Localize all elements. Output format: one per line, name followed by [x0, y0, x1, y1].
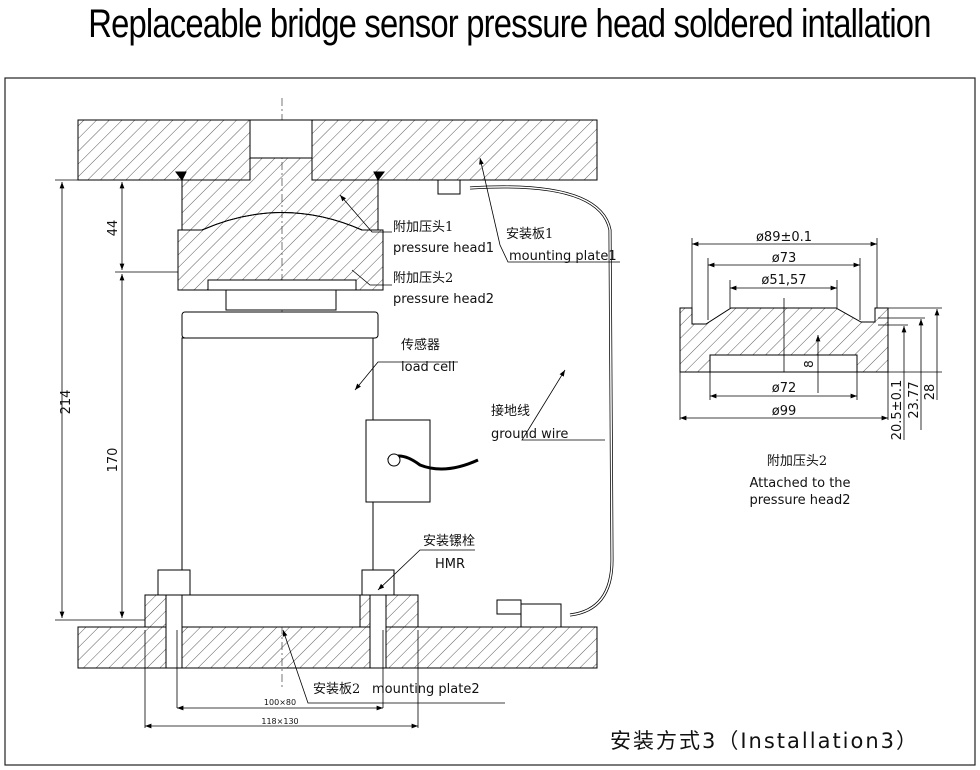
- dim-total-height: 214: [59, 390, 74, 415]
- dim-head-height: 44: [106, 220, 121, 237]
- ground-bolt-top: [437, 179, 461, 195]
- label-pressure-head2-en: pressure head2: [393, 292, 494, 307]
- dim-d51: ø51,57: [761, 273, 806, 288]
- dim-h1: 20.5±0.1: [890, 380, 905, 441]
- pressure-head-2: [177, 212, 384, 291]
- detail-caption-en-2: pressure head2: [749, 493, 850, 508]
- dim-h3: 28: [923, 384, 938, 401]
- dim-cell-height: 170: [106, 448, 121, 473]
- label-pressure-head2-cn: 附加压头2: [393, 271, 453, 286]
- dim-d73: ø73: [772, 251, 797, 266]
- label-load-cell-en: load cell: [401, 360, 455, 375]
- label-mounting-plate1-en: mounting plate1: [509, 249, 617, 264]
- dim-d89: ø89±0.1: [756, 230, 812, 245]
- footer-caption: 安装方式3（Installation3）: [610, 729, 919, 753]
- label-ground-wire-cn: 接地线: [491, 403, 530, 419]
- dim-outer-plate: 118×130: [261, 717, 298, 726]
- detail-caption-en-1: Attached to the: [749, 476, 850, 491]
- label-ground-wire-en: ground wire: [491, 427, 568, 442]
- label-pressure-head1-cn: 附加压头1: [393, 220, 453, 235]
- mounting-plate-1: [77, 119, 598, 181]
- hmr-bolts: [157, 569, 395, 669]
- label-mounting-plate2-cn: 安装板2: [313, 682, 360, 697]
- diagram-title: Replaceable bridge sensor pressure head …: [88, 2, 931, 46]
- label-mounting-plate1-cn: 安装板1: [506, 227, 553, 242]
- load-cell: [181, 289, 379, 596]
- pressure-head2-detail: ø89±0.1 ø73 ø51,57 ø72 ø99 8 20.5±0.1 23…: [679, 230, 942, 508]
- label-hmr-cn: 安装镙栓: [423, 534, 475, 549]
- dim-d99: ø99: [772, 404, 797, 419]
- dim-d72: ø72: [772, 381, 797, 396]
- dimension-lines: [55, 157, 620, 729]
- label-pressure-head1-en: pressure head1: [393, 241, 494, 256]
- dim-h2: 23.77: [907, 381, 922, 418]
- dim-inner-plate: 100×80: [264, 698, 296, 707]
- junction-box: [365, 419, 479, 503]
- label-mounting-plate2-en: mounting plate2: [372, 682, 480, 697]
- detail-caption-cn: 附加压头2: [767, 454, 827, 469]
- ground-bolt-bottom: [496, 599, 522, 615]
- drawing-frame: [4, 77, 976, 766]
- label-load-cell-cn: 传感器: [401, 337, 440, 353]
- dim-depth: 8: [802, 360, 816, 368]
- label-hmr-en: HMR: [435, 557, 465, 572]
